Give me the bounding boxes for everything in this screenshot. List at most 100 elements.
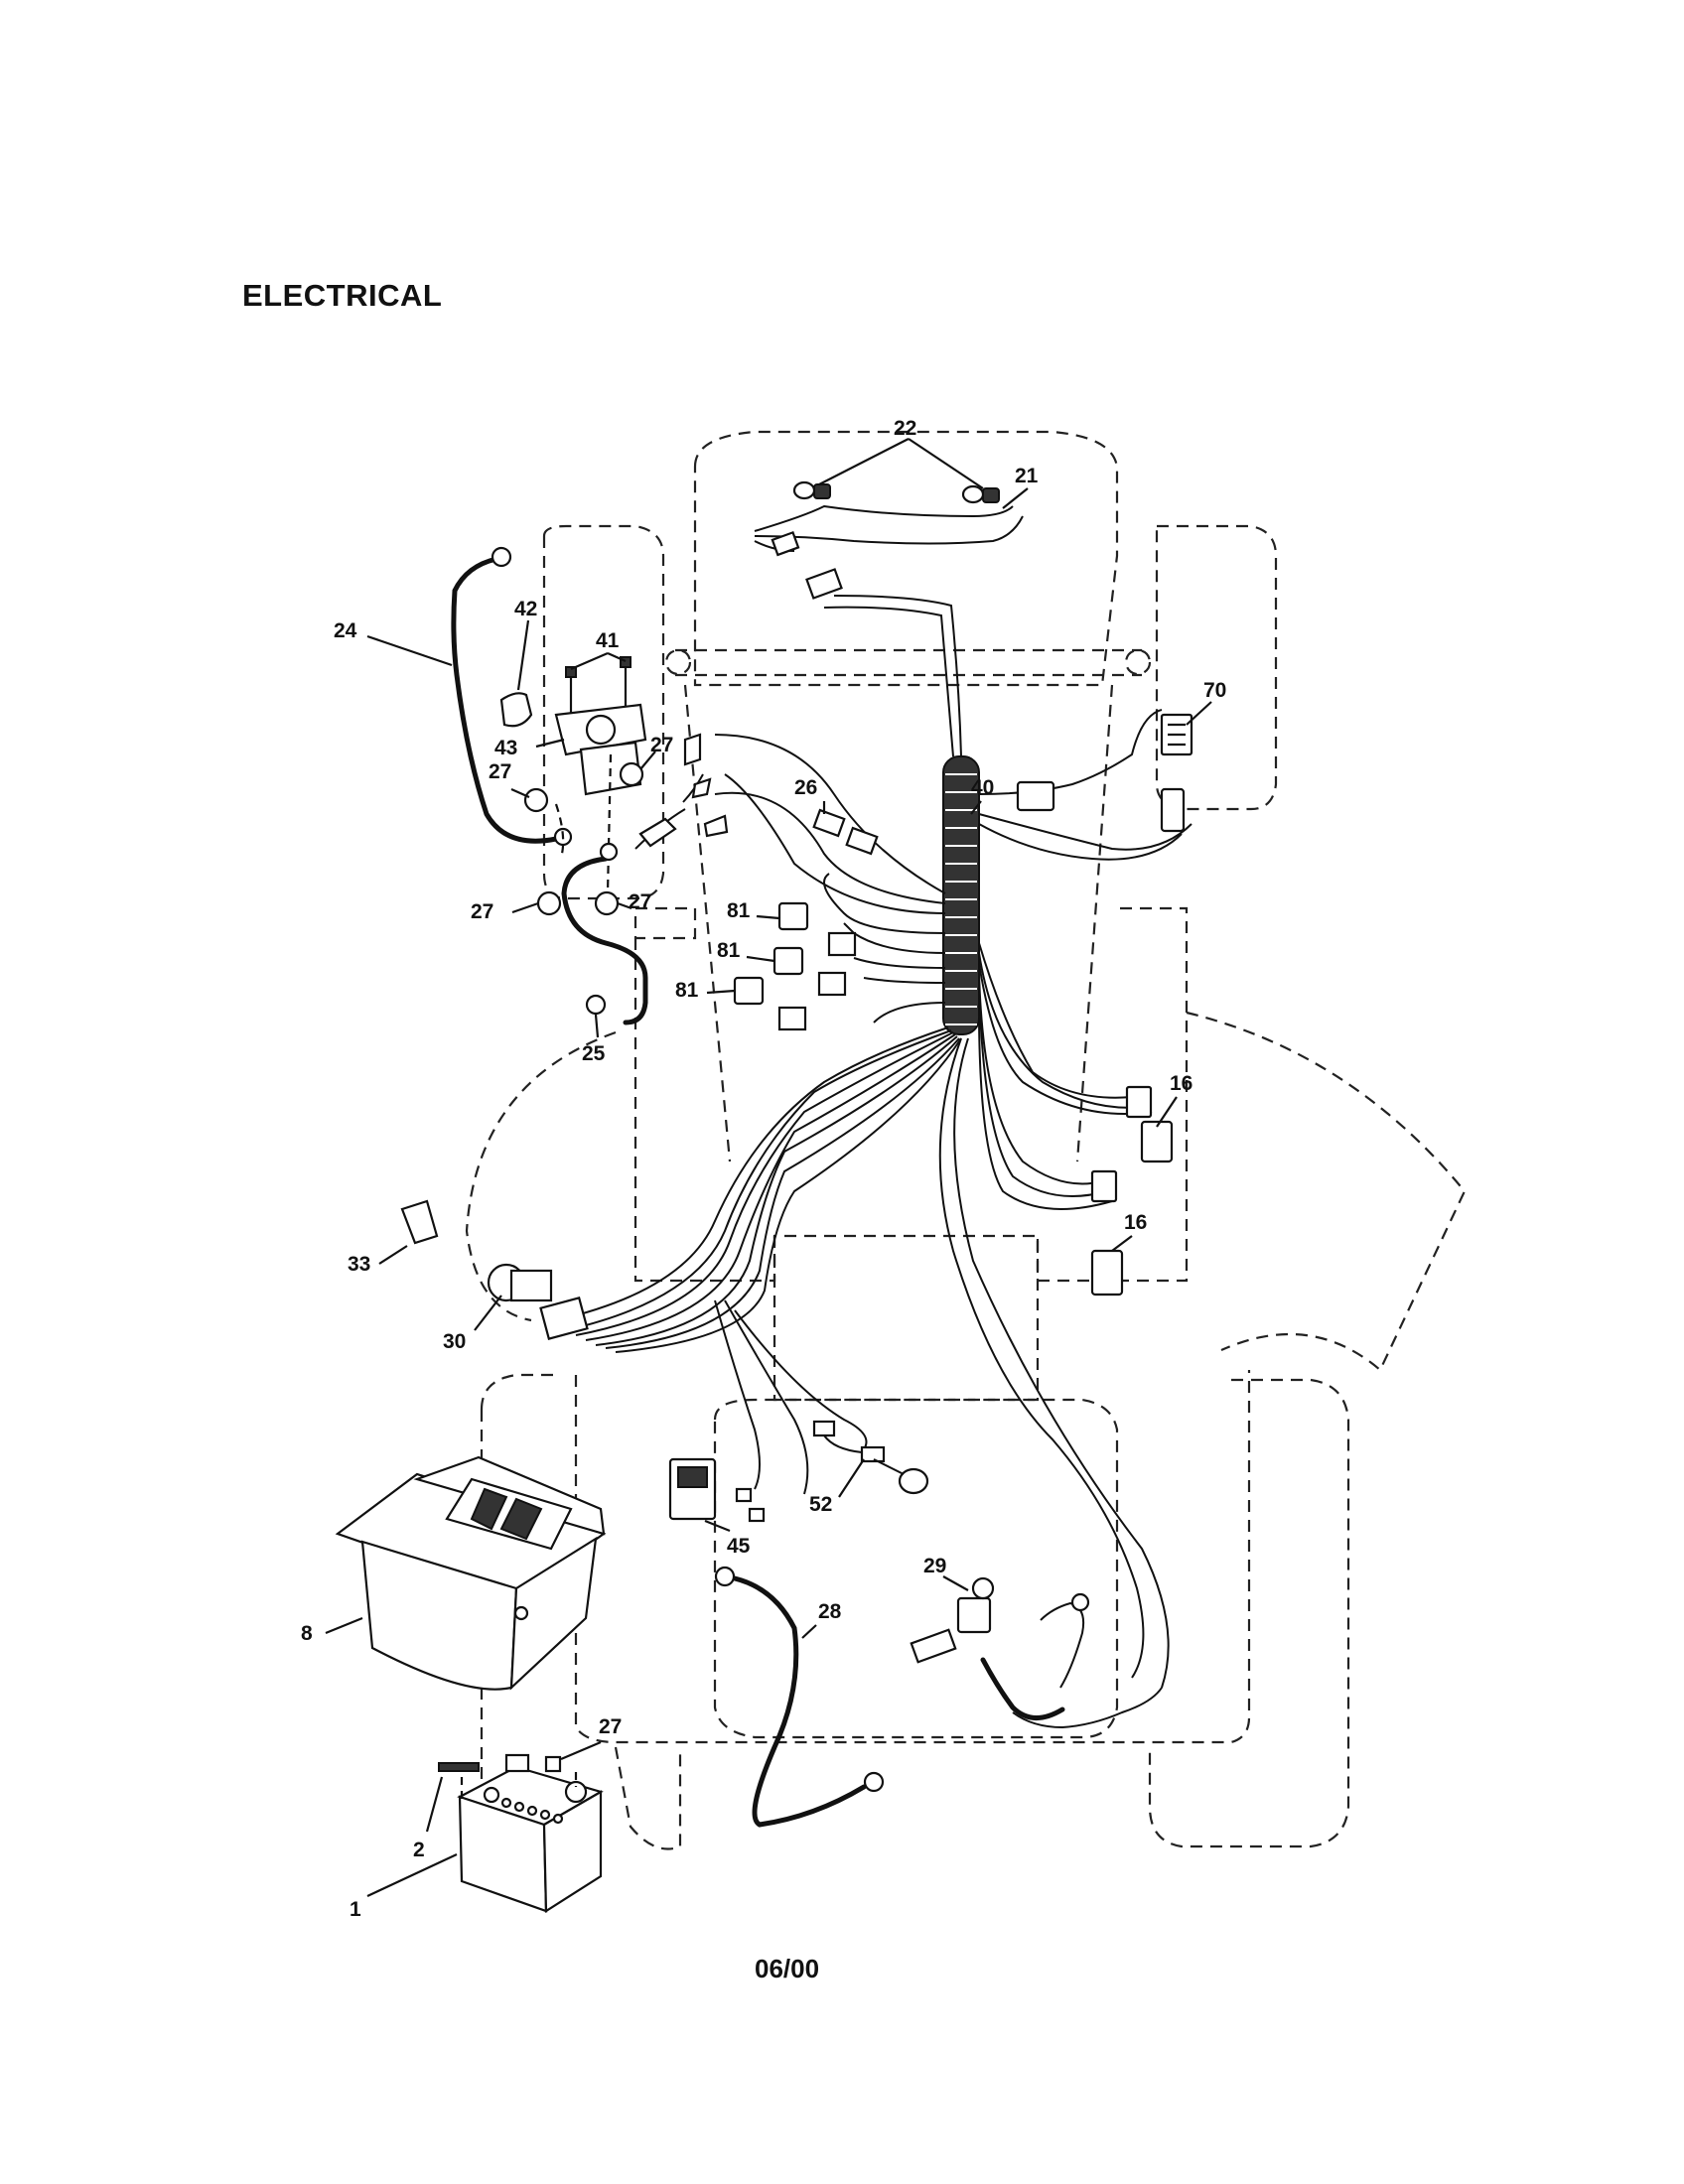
callout-labels: 22 21 24 42 41 70 43 27 27 26 40 27 27 8… <box>301 417 1226 1921</box>
ignition-connector <box>539 1297 589 1340</box>
callout-26: 26 <box>794 776 817 799</box>
positive-cable <box>561 773 704 1025</box>
battery-terminal-clamp <box>504 1753 530 1773</box>
nut-27d <box>594 890 620 916</box>
terminal-clip-b <box>691 777 712 799</box>
callout-27-d: 27 <box>629 890 651 913</box>
callout-24: 24 <box>334 619 357 642</box>
headlight-bulb-right <box>961 484 985 504</box>
connector-45b <box>748 1507 766 1523</box>
frame-outline <box>683 684 1114 1162</box>
battery-nut <box>544 1755 562 1773</box>
callout-1: 1 <box>350 1898 361 1921</box>
relay-connector-a <box>827 931 857 957</box>
relay-connector-b <box>817 971 847 997</box>
nut-27b <box>619 761 644 787</box>
axle-pivot-left <box>664 648 692 676</box>
callout-22: 22 <box>894 417 916 440</box>
callout-21: 21 <box>1015 465 1039 487</box>
callout-28: 28 <box>818 1600 842 1623</box>
harness-plug-16a <box>1125 1085 1153 1119</box>
page-title: ELECTRICAL <box>242 278 443 313</box>
callout-81-c: 81 <box>675 979 699 1002</box>
callout-52: 52 <box>809 1493 832 1516</box>
positive-cable-ring-top <box>599 842 619 862</box>
switch-16b <box>1090 1249 1124 1297</box>
ignition-switch-body <box>509 1269 553 1302</box>
callout-27-e: 27 <box>599 1715 622 1738</box>
callout-43: 43 <box>494 737 517 759</box>
right-fender-outline <box>1186 1011 1467 1372</box>
ground-cable-28 <box>714 1566 885 1828</box>
callout-70: 70 <box>1203 679 1226 702</box>
battery <box>438 1753 604 1913</box>
callout-27-b: 27 <box>489 760 511 783</box>
relay-81-a <box>777 901 809 931</box>
callout-16-b: 16 <box>1124 1211 1147 1234</box>
relay-81-c <box>733 976 765 1006</box>
terminal-clip-a <box>683 733 702 766</box>
callout-2: 2 <box>413 1839 425 1861</box>
revision-date: 06/00 <box>755 1954 820 1983</box>
harness-connector-26 <box>812 808 846 838</box>
solenoid-assembly <box>451 546 647 916</box>
callout-81-b: 81 <box>717 939 741 962</box>
headlight-connector <box>771 530 800 557</box>
harness-plug-16b <box>1090 1169 1118 1203</box>
harness-convolute <box>942 755 980 1035</box>
battery-box <box>335 1455 607 1691</box>
harness-connector-hood <box>805 568 843 600</box>
headlight-socket-right <box>982 487 1000 503</box>
callout-29: 29 <box>923 1555 946 1577</box>
lamp-52 <box>898 1467 929 1495</box>
seat-pan-outline <box>713 1398 1119 1739</box>
callout-41: 41 <box>596 629 620 652</box>
hood-outline <box>693 430 1119 687</box>
connector-45 <box>735 1487 753 1503</box>
relay-81-b <box>772 946 804 976</box>
callout-81-a: 81 <box>727 899 751 922</box>
solenoid-boot <box>499 692 533 728</box>
headlight-socket-left <box>813 483 831 499</box>
nut-27a <box>523 787 549 813</box>
positive-cable-ring-bottom <box>585 994 607 1016</box>
front-right-wheel-outline <box>1155 524 1278 811</box>
tractor-outline <box>465 430 1467 1850</box>
callout-45: 45 <box>727 1535 751 1558</box>
leader-lines <box>325 438 1212 1897</box>
axle-pivot-right <box>1124 648 1152 676</box>
headlight-harness <box>754 480 1024 600</box>
terminal-clip-c <box>703 814 729 838</box>
ground-cable <box>451 556 559 844</box>
callout-27-c: 27 <box>471 900 493 923</box>
seat-switch-connector <box>1016 713 1193 833</box>
ground-28-ring-top <box>714 1566 736 1587</box>
ground-cable-ring-top <box>491 546 512 568</box>
nut-27c <box>536 890 562 916</box>
headlight-bulb-left <box>792 480 816 500</box>
rear-body-outline <box>574 1370 1251 1744</box>
main-wiring-harness <box>555 595 1193 1689</box>
relay-connector-c <box>777 1006 807 1031</box>
body-outline <box>633 906 1189 1283</box>
callout-25: 25 <box>582 1042 606 1065</box>
ring-terminal-29 <box>1070 1592 1090 1612</box>
callout-40: 40 <box>971 776 994 799</box>
rear-right-wheel-outline <box>1148 1378 1350 1848</box>
callout-8: 8 <box>301 1622 313 1645</box>
switch-16a <box>1140 1120 1174 1163</box>
interlock-29 <box>910 1576 1163 1729</box>
connector-29 <box>910 1628 957 1664</box>
terminal-boot <box>638 817 677 848</box>
relays <box>683 733 879 1031</box>
switch-29 <box>956 1596 992 1634</box>
harness-plug-far-right <box>1160 787 1186 833</box>
front-axle-outline <box>675 648 1142 677</box>
seat-outline <box>772 1236 1040 1402</box>
callout-30: 30 <box>443 1330 466 1353</box>
pto-switches <box>1090 1085 1174 1297</box>
battery-bolt <box>438 1762 480 1772</box>
ground-28-ring-bottom <box>863 1771 885 1793</box>
rear-left-fender-outline <box>614 1746 682 1850</box>
